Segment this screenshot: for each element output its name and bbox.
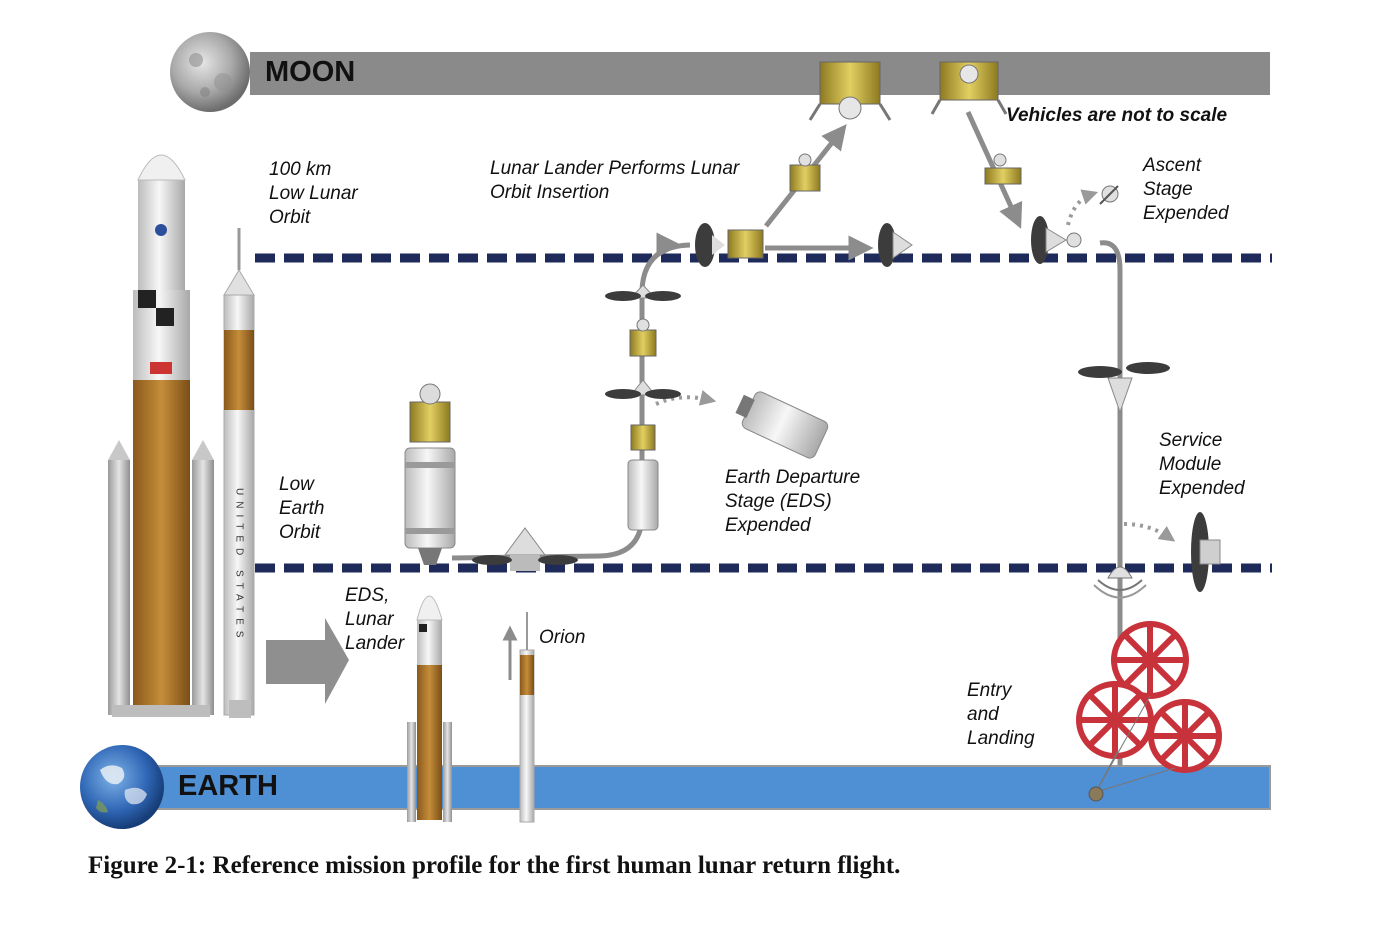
low-earth-orbit-label: Low Earth Orbit bbox=[279, 474, 325, 543]
eds-lander-stack bbox=[404, 383, 456, 565]
low-lunar-orbit-label: 100 km Low Lunar Orbit bbox=[269, 159, 358, 228]
service-module-expended bbox=[1191, 512, 1221, 592]
lander-on-moon-1 bbox=[808, 61, 892, 121]
earth-band-label: EARTH bbox=[178, 770, 278, 802]
orion-llo bbox=[878, 223, 913, 267]
ascent-stage-expended bbox=[1099, 185, 1119, 205]
parachutes bbox=[1076, 621, 1222, 802]
transposition-sequence bbox=[605, 284, 681, 531]
ascent-stage bbox=[984, 153, 1022, 185]
sm-jettison-path bbox=[1123, 522, 1176, 542]
orion-ascent-docked bbox=[1031, 216, 1082, 264]
lander-descending bbox=[789, 153, 821, 192]
eds-expended-label: Earth Departure Stage (EDS) Expended bbox=[725, 467, 861, 536]
ares-v-rocket-large bbox=[108, 154, 214, 717]
moon-band bbox=[250, 52, 1270, 95]
moon-band-label: MOON bbox=[265, 56, 356, 88]
earth-icon bbox=[80, 745, 164, 829]
lander-on-moon-2 bbox=[930, 61, 1008, 115]
ares-i-flag-text: UNITED STATES bbox=[234, 488, 245, 643]
ares-v-rocket-small bbox=[407, 595, 452, 822]
earth-band bbox=[119, 765, 1271, 810]
orion-return bbox=[1078, 362, 1170, 414]
loi-label: Lunar Lander Performs Lunar Orbit Insert… bbox=[490, 158, 740, 203]
lander-orion-llo bbox=[695, 223, 764, 267]
orion-label: Orion bbox=[539, 627, 586, 648]
scale-note: Vehicles are not to scale bbox=[1006, 105, 1228, 126]
ares-i-rocket-small bbox=[502, 612, 535, 823]
transition-arrow bbox=[266, 618, 349, 704]
orion-leo bbox=[472, 527, 578, 571]
eds-jettison-path bbox=[655, 390, 717, 406]
moon-icon bbox=[170, 32, 250, 112]
ares-i-rocket-large bbox=[223, 228, 255, 718]
sm-expended-label: Service Module Expended bbox=[1159, 430, 1245, 499]
capsule-reentry bbox=[1093, 566, 1147, 599]
ascent-jettison-path bbox=[1066, 189, 1099, 226]
ascent-expended-label: Ascent Stage Expended bbox=[1143, 155, 1229, 224]
path-return bbox=[1099, 240, 1123, 766]
eds-lander-label: EDS, Lunar Lander bbox=[345, 585, 405, 654]
path-ascent bbox=[965, 110, 1023, 229]
entry-landing-label: Entry and Landing bbox=[967, 680, 1035, 749]
eds-expended-stage bbox=[735, 391, 829, 459]
figure-caption: Figure 2-1: Reference mission profile fo… bbox=[88, 852, 901, 879]
